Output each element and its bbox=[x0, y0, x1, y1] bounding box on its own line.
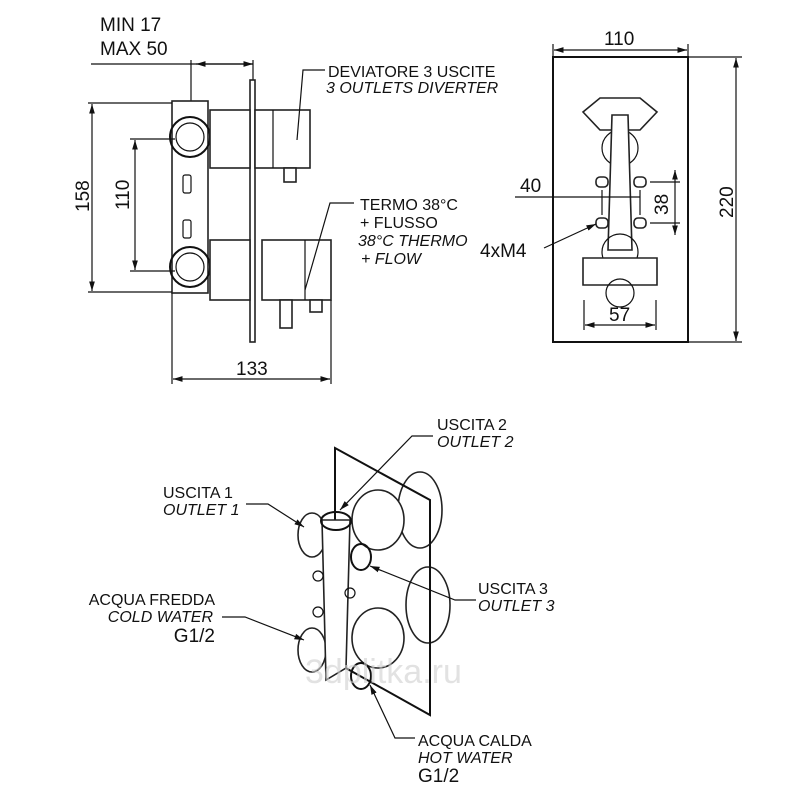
thermo-knob bbox=[261, 239, 332, 301]
upper-handle bbox=[581, 97, 659, 131]
diverter-label-en: 3 OUTLETS DIVERTER bbox=[326, 80, 499, 97]
height-dimension-label: 158 bbox=[73, 180, 94, 212]
lug-spacing-label: 40 bbox=[520, 176, 541, 197]
screw-lug-iso bbox=[344, 587, 356, 599]
lower-port bbox=[605, 278, 635, 308]
thermo-leader bbox=[304, 202, 354, 291]
hot-thread-label: G1/2 bbox=[418, 766, 459, 787]
cold-leader bbox=[222, 616, 305, 641]
max-depth-label: MAX 50 bbox=[100, 39, 168, 60]
upper-cartridge bbox=[209, 109, 251, 169]
upper-port-inner bbox=[175, 122, 205, 152]
outlet1-label-en: OUTLET 1 bbox=[163, 502, 239, 519]
mount-slot-icon bbox=[182, 219, 192, 239]
valve-column-iso bbox=[321, 519, 351, 682]
front-view: 110 220 40 38 57 4xM4 bbox=[480, 29, 742, 343]
iso-view: USCITA 2 OUTLET 2 USCITA 1 OUTLET 1 ACQU… bbox=[89, 417, 555, 787]
outlet2-label-en: OUTLET 2 bbox=[437, 434, 514, 451]
thermo-label-en-1: 38°C THERMO bbox=[358, 233, 468, 250]
screw-leader bbox=[543, 223, 597, 249]
screw-label: 4xM4 bbox=[480, 241, 527, 262]
lower-cartridge bbox=[209, 239, 251, 301]
screw-lug-iso bbox=[312, 570, 324, 582]
outlet2-leader bbox=[339, 435, 433, 511]
mount-slot-icon bbox=[182, 174, 192, 194]
diverter-label-it: DEVIATORE 3 USCITE bbox=[328, 64, 495, 81]
cold-thread-label: G1/2 bbox=[174, 626, 215, 647]
screw-lug bbox=[633, 217, 647, 229]
diverter-knob bbox=[254, 109, 311, 169]
rear-knob-lower bbox=[405, 566, 451, 644]
screw-lug-iso bbox=[312, 606, 324, 618]
lower-port-inner bbox=[175, 252, 205, 282]
lower-handle bbox=[582, 257, 658, 286]
hot-label-en: HOT WATER bbox=[418, 750, 513, 767]
side-view: MIN 17 MAX 50 158 110 bbox=[73, 15, 499, 384]
diverter-lever bbox=[283, 167, 297, 183]
watermark: 3dplitka.ru bbox=[305, 653, 462, 691]
thermo-label-en-2: + FLOW bbox=[361, 251, 423, 268]
hot-leader bbox=[369, 684, 415, 739]
outlet2-label-it: USCITA 2 bbox=[437, 417, 507, 434]
outlet3-port bbox=[350, 543, 372, 571]
thermo-label-it-2: + FLUSSO bbox=[360, 215, 438, 232]
cold-label-it: ACQUA FREDDA bbox=[89, 592, 216, 609]
valve-body bbox=[171, 100, 209, 294]
cold-label-en: COLD WATER bbox=[108, 609, 214, 626]
flow-lever bbox=[309, 299, 323, 313]
valve-column bbox=[607, 114, 633, 251]
depth-dimension-label: 133 bbox=[236, 359, 268, 380]
thermo-lever bbox=[279, 299, 293, 329]
min-depth-label: MIN 17 bbox=[100, 15, 161, 36]
screw-lug bbox=[633, 176, 647, 188]
outlet2-port bbox=[320, 511, 352, 531]
outlet1-leader bbox=[246, 503, 305, 528]
lug-vertical-label: 38 bbox=[652, 194, 673, 215]
thermo-label-it-1: TERMO 38°C bbox=[360, 197, 458, 214]
cover-plate-front bbox=[552, 56, 689, 343]
screw-lug bbox=[595, 217, 609, 229]
lower-cartridge-iso bbox=[351, 607, 405, 669]
outlet3-label-en: OUTLET 3 bbox=[478, 598, 555, 615]
upper-cartridge-iso bbox=[351, 489, 405, 551]
outlet1-label-it: USCITA 1 bbox=[163, 485, 233, 502]
outlet3-leader bbox=[369, 565, 476, 601]
plate-height-label: 220 bbox=[717, 186, 738, 218]
rear-knob-upper bbox=[397, 471, 443, 549]
port-spacing-label: 110 bbox=[113, 180, 134, 210]
diverter-leader bbox=[296, 69, 325, 141]
hot-inlet-port bbox=[350, 662, 372, 690]
hot-label-it: ACQUA CALDA bbox=[418, 733, 532, 750]
plate-width-label: 110 bbox=[604, 29, 634, 50]
handle-width-label: 57 bbox=[609, 305, 630, 326]
outlet3-label-it: USCITA 3 bbox=[478, 581, 548, 598]
screw-lug bbox=[595, 176, 609, 188]
cover-plate-side bbox=[249, 79, 256, 343]
